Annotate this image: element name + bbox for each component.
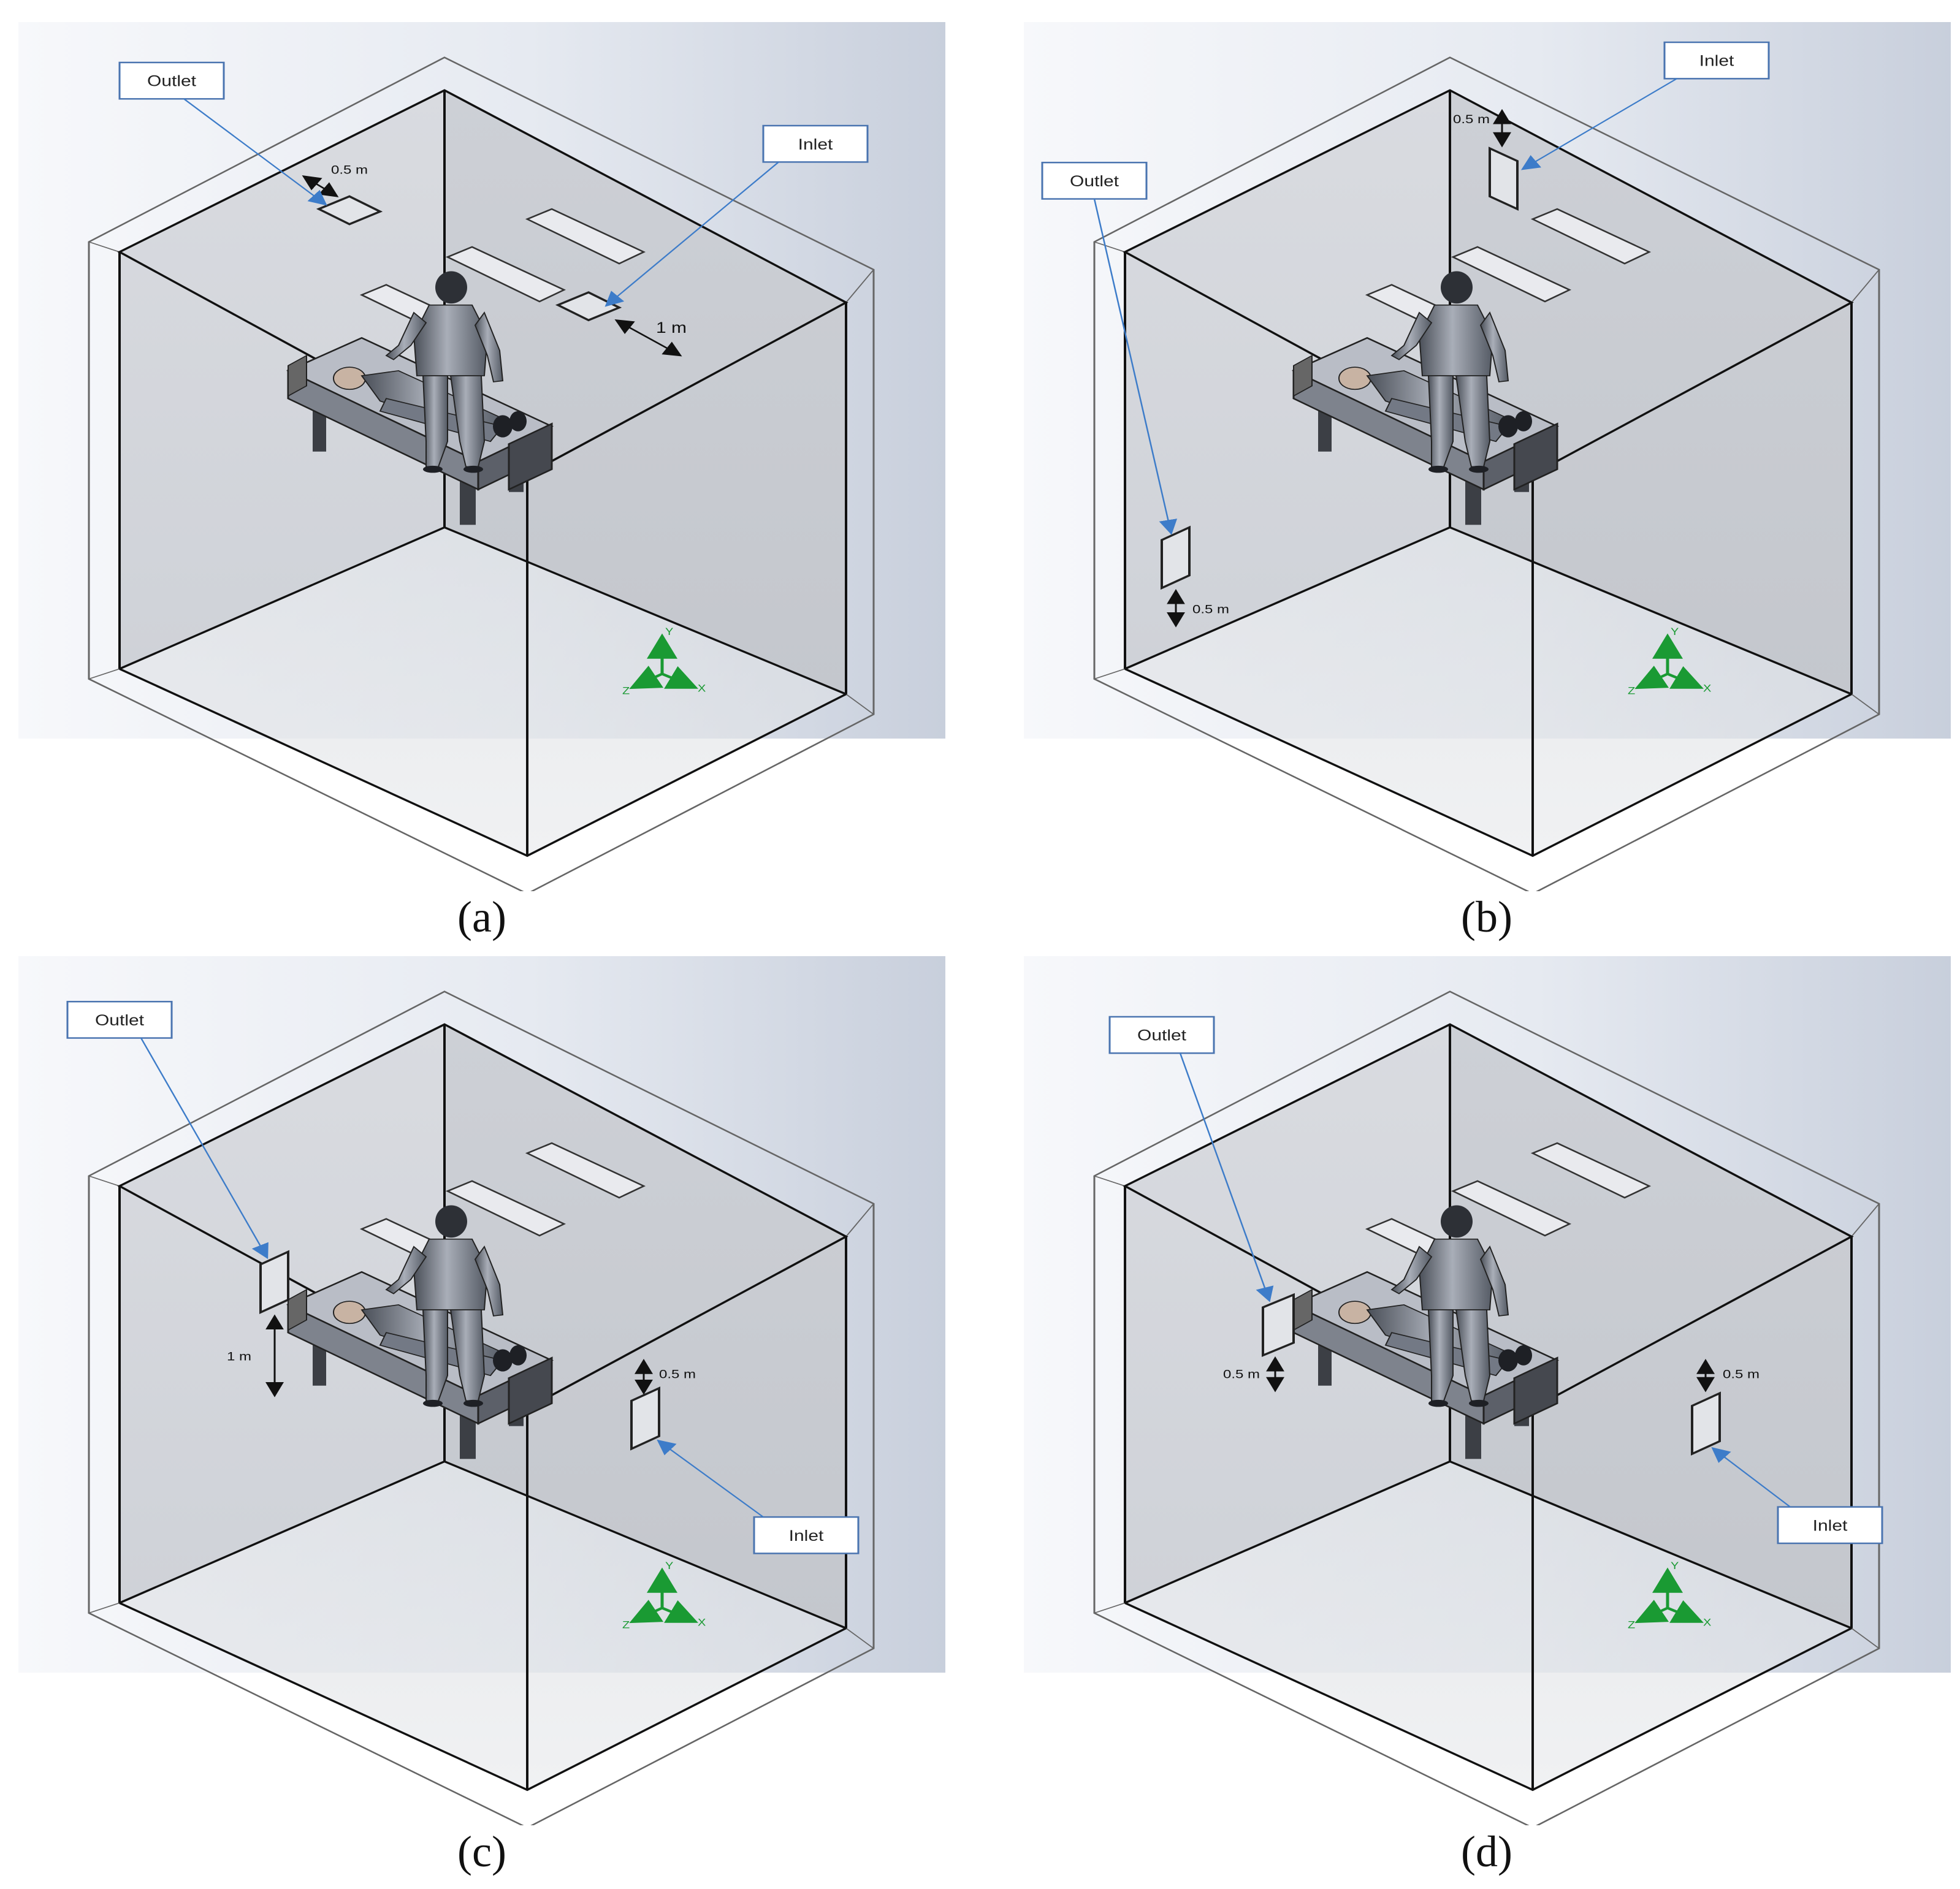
svg-text:X: X <box>698 1616 706 1628</box>
outlet-vent <box>1161 525 1191 590</box>
caption-b: (b) <box>1461 892 1512 941</box>
caption-c: (c) <box>457 1827 506 1876</box>
outlet-vent <box>316 195 383 226</box>
caption-d: (d) <box>1461 1827 1512 1876</box>
inlet-label: Inlet <box>798 135 833 153</box>
dim-label-1: 0.5 m <box>1453 112 1490 126</box>
outlet-vent <box>1262 1293 1295 1357</box>
inlet-vent <box>555 291 622 322</box>
dim-label-2: 0.5 m <box>1723 1367 1760 1380</box>
svg-text:Z: Z <box>1628 685 1635 696</box>
inlet-callout <box>1663 41 1770 80</box>
inlet-label: Inlet <box>1813 1517 1848 1534</box>
outlet-vent <box>259 1250 289 1315</box>
panel-d: 0.5 m 0.5 m Outlet Inlet Y X Z <box>1024 956 1951 1825</box>
outlet-callout <box>1041 161 1148 200</box>
svg-text:X: X <box>1703 1616 1711 1628</box>
outlet-label: Outlet <box>95 1011 144 1028</box>
dim-label-2: 0.5 m <box>1192 602 1229 616</box>
dim-label-1: 1 m <box>227 1350 251 1363</box>
inlet-vent <box>1691 1391 1721 1456</box>
dim-label-2: 0.5 m <box>659 1367 696 1380</box>
dim-label-1: 0.5 m <box>1223 1367 1260 1380</box>
svg-text:Z: Z <box>622 685 630 696</box>
panel-a: 0.5 m 1 m Outlet Inlet Y X Z <box>18 22 945 891</box>
svg-text:Y: Y <box>1671 626 1679 637</box>
inlet-label: Inlet <box>789 1527 824 1544</box>
svg-text:Z: Z <box>1628 1619 1635 1630</box>
inlet-vent <box>1489 146 1519 211</box>
inlet-callout <box>762 124 869 163</box>
dim-label-1: 0.5 m <box>331 162 368 176</box>
svg-text:Y: Y <box>665 1560 673 1572</box>
inlet-label: Inlet <box>1699 52 1734 69</box>
svg-text:X: X <box>698 682 706 694</box>
outlet-callout <box>66 1000 173 1039</box>
outlet-callout <box>1108 1016 1215 1054</box>
caption-a: (a) <box>457 892 506 941</box>
outlet-label: Outlet <box>1070 172 1119 189</box>
panel-b: 0.5 m 0.5 m Outlet Inlet Y X Z <box>1024 22 1951 891</box>
inlet-callout <box>753 1516 860 1554</box>
svg-text:Z: Z <box>622 1619 630 1630</box>
dim-label-2: 1 m <box>656 319 687 336</box>
svg-text:X: X <box>1703 682 1711 694</box>
panel-c: 1 m 0.5 m Outlet Inlet Y X Z <box>18 956 945 1825</box>
outlet-label: Outlet <box>147 72 196 89</box>
svg-text:Y: Y <box>1671 1560 1679 1572</box>
outlet-callout <box>118 61 225 100</box>
outlet-label: Outlet <box>1137 1027 1186 1044</box>
inlet-callout <box>1777 1506 1883 1545</box>
svg-text:Y: Y <box>665 626 673 637</box>
